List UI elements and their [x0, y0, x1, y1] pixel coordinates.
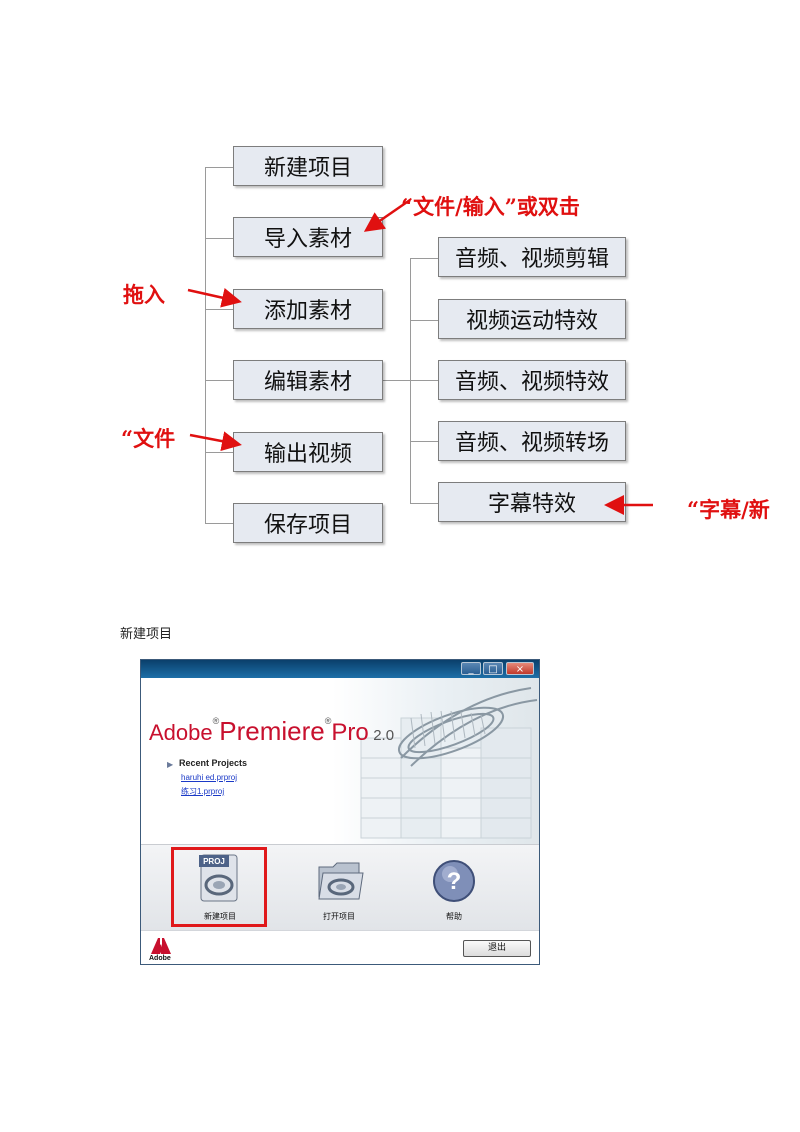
- connector-h: [410, 380, 438, 381]
- step-new-project: 新建项目: [233, 146, 383, 186]
- arrow-import: [363, 198, 411, 232]
- brand-pro: Pro: [331, 719, 369, 746]
- help-label: 帮助: [446, 912, 462, 921]
- play-arrow-icon: ▶: [167, 760, 174, 769]
- connector-vertical: [205, 167, 206, 524]
- step-edit-media: 编辑素材: [233, 360, 383, 400]
- open-project-button[interactable]: 打开项目: [289, 845, 389, 931]
- connector-edit: [383, 380, 410, 381]
- help-icon: ?: [433, 860, 475, 902]
- connector-h: [410, 320, 438, 321]
- maximize-button[interactable]: □: [483, 662, 503, 675]
- exit-button[interactable]: 退出: [463, 940, 531, 957]
- brand-version: 2.0: [373, 727, 395, 744]
- svg-text:PROJ: PROJ: [203, 857, 225, 866]
- connector-h: [410, 441, 438, 442]
- svg-text:?: ?: [447, 868, 462, 895]
- substep-video-motion: 视频运动特效: [438, 299, 626, 339]
- step-export-video: 输出视频: [233, 432, 383, 472]
- film-strip-graphic: [360, 687, 538, 839]
- new-project-label: 新建项目: [204, 912, 236, 921]
- window-footer: Adobe 退出: [141, 930, 539, 964]
- open-project-label: 打开项目: [323, 912, 355, 921]
- brand-premiere: Premiere: [219, 716, 325, 746]
- brand-adobe: Adobe: [149, 720, 213, 745]
- title-bar[interactable]: _ □ ×: [141, 660, 539, 678]
- substep-av-cut: 音频、视频剪辑: [438, 237, 626, 277]
- recent-project-link[interactable]: haruhi ed.prproj: [181, 773, 238, 782]
- annotation-drag: 拖入: [123, 282, 165, 307]
- connector-h: [205, 380, 233, 381]
- action-panel: PROJ 新建项目 打开项目 ? 帮助: [141, 844, 539, 931]
- substep-av-effects: 音频、视频特效: [438, 360, 626, 400]
- new-project-button[interactable]: PROJ 新建项目: [171, 845, 269, 931]
- arrow-export: [189, 431, 242, 452]
- connector-h: [410, 258, 438, 259]
- adobe-logo-icon: [151, 938, 171, 954]
- annotation-import: “文件/输入”或双击: [401, 194, 580, 219]
- premiere-welcome-window: _ □ ×: [140, 659, 540, 965]
- connector-h: [205, 238, 233, 239]
- recent-project-link[interactable]: 练习1.prproj: [181, 787, 225, 796]
- connector-h: [205, 452, 233, 453]
- connector-h: [205, 309, 233, 310]
- minimize-button[interactable]: _: [461, 662, 481, 675]
- substep-title-effects: 字幕特效: [438, 482, 626, 522]
- highlight-frame: [171, 847, 267, 927]
- arrow-drag: [187, 287, 242, 308]
- product-brand: Adobe®Premiere®Pro 2.0: [149, 716, 395, 746]
- connector-vertical-right: [410, 258, 411, 504]
- step-import-media: 导入素材: [233, 217, 383, 257]
- connector-h: [410, 503, 438, 504]
- step-save-project: 保存项目: [233, 503, 383, 543]
- adobe-logo-text: Adobe: [149, 955, 171, 962]
- annotation-arrows: [187, 198, 653, 515]
- substep-av-transitions: 音频、视频转场: [438, 421, 626, 461]
- welcome-hero: Adobe®Premiere®Pro 2.0 ▶ Recent Projects…: [141, 678, 539, 844]
- new-project-icon: PROJ: [199, 854, 238, 902]
- connector-h: [205, 167, 233, 168]
- connector-h: [205, 523, 233, 524]
- annotation-export: “文件: [121, 426, 176, 451]
- help-button[interactable]: ? 帮助: [404, 845, 504, 931]
- open-folder-icon: [318, 862, 364, 900]
- close-button[interactable]: ×: [506, 662, 534, 675]
- step-add-media: 添加素材: [233, 289, 383, 329]
- section-caption: 新建项目: [120, 627, 173, 642]
- recent-projects-title: Recent Projects: [179, 758, 248, 768]
- annotation-title: “字幕/新: [687, 497, 770, 522]
